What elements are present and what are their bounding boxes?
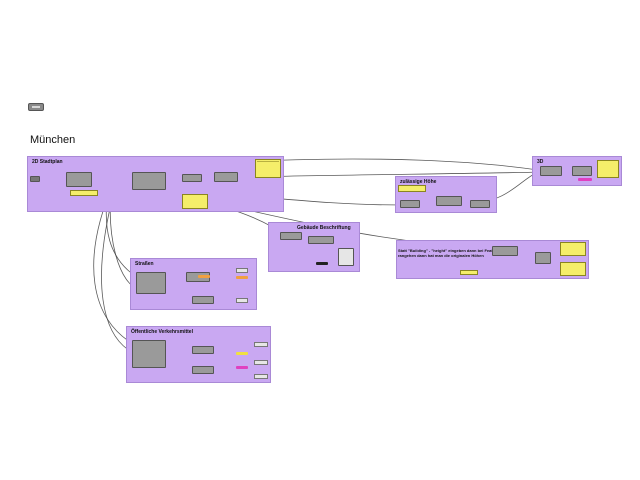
group-title: Gebäude Beschriftung [297, 225, 351, 231]
value-tag[interactable] [236, 298, 248, 303]
value-tag[interactable] [254, 342, 268, 347]
value-tag[interactable] [254, 374, 268, 379]
component-node[interactable] [136, 272, 166, 294]
component-node[interactable] [492, 246, 518, 256]
page-title: München [30, 134, 76, 146]
value-tag[interactable] [236, 268, 248, 273]
component-node[interactable] [132, 340, 166, 368]
data-panel[interactable] [398, 185, 426, 192]
data-panel[interactable] [255, 159, 281, 178]
component-node[interactable] [30, 176, 40, 182]
data-panel[interactable] [70, 190, 98, 196]
data-panel[interactable] [560, 262, 586, 276]
annotation-note: Statt "Building" - "height" eingeben dan… [398, 248, 508, 258]
data-panel[interactable] [182, 194, 208, 209]
component-node[interactable] [308, 236, 334, 244]
component-node[interactable] [470, 200, 490, 208]
value-tag[interactable] [254, 360, 268, 365]
data-panel[interactable] [460, 270, 478, 275]
color-swatch [198, 275, 210, 278]
component-node[interactable] [192, 346, 214, 354]
group-title: zulässige Höhe [400, 179, 437, 185]
component-node[interactable] [192, 296, 214, 304]
component-node[interactable] [66, 172, 92, 187]
group-title: 2D Stadtplan [32, 159, 63, 165]
component-node[interactable] [572, 166, 592, 176]
color-swatch [236, 352, 248, 355]
component-node[interactable] [540, 166, 562, 176]
group-title: Straßen [135, 261, 154, 267]
component-node[interactable] [214, 172, 238, 182]
component-node[interactable] [338, 248, 354, 266]
group-strassen[interactable]: Straßen [130, 258, 257, 310]
component-node[interactable] [280, 232, 302, 240]
group-title: Öffentliche Verkehrsmittel [131, 329, 193, 335]
component-node[interactable] [132, 172, 166, 190]
data-panel[interactable] [560, 242, 586, 256]
panel-header [257, 161, 279, 162]
component-node[interactable] [182, 174, 202, 182]
color-swatch [316, 262, 328, 265]
component-node[interactable] [400, 200, 420, 208]
color-swatch [236, 276, 248, 279]
color-swatch [236, 366, 248, 369]
toolbar-widget[interactable] [28, 103, 44, 111]
component-node[interactable] [192, 366, 214, 374]
data-panel[interactable] [597, 160, 619, 178]
group-title: 3D [537, 159, 544, 165]
color-swatch [578, 178, 592, 181]
component-node[interactable] [535, 252, 551, 264]
component-node[interactable] [436, 196, 462, 206]
